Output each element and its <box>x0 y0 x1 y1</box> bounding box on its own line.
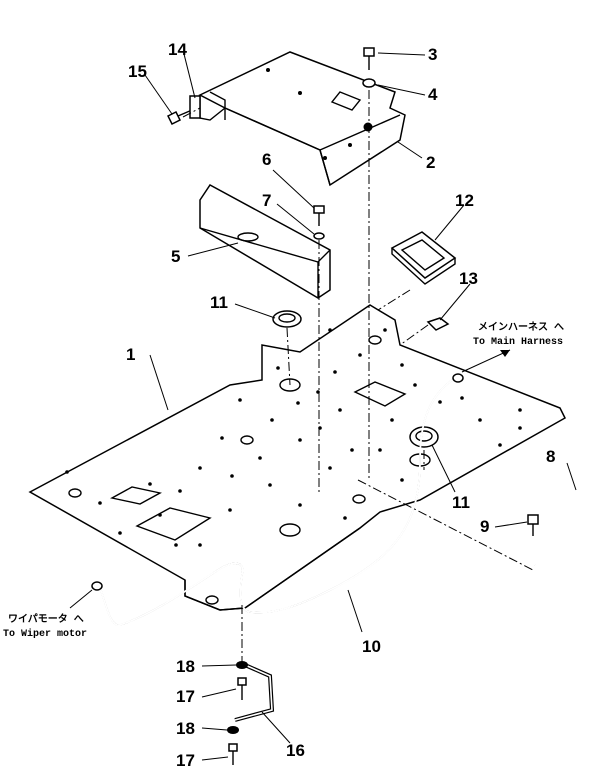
bolt-9 <box>527 514 539 536</box>
plate-hole <box>65 470 69 474</box>
callout-15: 15 <box>128 62 147 81</box>
plate-hole <box>438 400 442 404</box>
note-main-harness-jp: メインハーネス へ <box>478 321 564 334</box>
plate-hole <box>296 401 300 405</box>
notes: メインハーネス へ To Main Harness ワイパモータ へ To Wi… <box>3 321 564 640</box>
plate-hole <box>270 418 274 422</box>
plate-hole <box>343 516 347 520</box>
grab-handle <box>528 488 602 566</box>
washer-4 <box>362 78 376 88</box>
clip-14 <box>189 95 201 119</box>
plate-hole <box>478 418 482 422</box>
plate-hole <box>460 396 464 400</box>
bolt-17-upper <box>237 677 247 700</box>
plate-hole <box>338 408 342 412</box>
callout-5: 5 <box>171 247 180 266</box>
plate-hole <box>220 436 224 440</box>
callout-14: 14 <box>168 40 187 59</box>
washer-18-lower <box>227 726 239 734</box>
plate-hole <box>198 543 202 547</box>
callout-6: 6 <box>262 150 271 169</box>
callout-13: 13 <box>459 269 478 288</box>
callout-2: 2 <box>426 153 435 172</box>
callout-17-upper: 17 <box>176 687 195 706</box>
plate-hole <box>390 418 394 422</box>
bolt-3 <box>363 47 375 70</box>
plate-hole <box>498 443 502 447</box>
plate-hole <box>518 426 522 430</box>
callout-1: 1 <box>126 345 135 364</box>
plate-hole <box>350 448 354 452</box>
wiring-harness <box>91 373 464 626</box>
callout-18-lower: 18 <box>176 719 195 738</box>
plate-hole <box>413 383 417 387</box>
callout-8: 8 <box>546 447 555 466</box>
washer-7 <box>313 232 325 240</box>
callout-11-lower: 11 <box>452 493 470 512</box>
callout-7: 7 <box>262 191 271 210</box>
plate-hole <box>198 466 202 470</box>
bolt-17-lower <box>228 743 238 765</box>
plate-hole <box>238 398 242 402</box>
callout-numbers: 1 2 3 4 5 6 7 8 9 10 11 11 12 13 14 15 1… <box>126 40 555 768</box>
plate-hole <box>258 456 262 460</box>
assembly-lines <box>182 90 534 665</box>
callout-10: 10 <box>362 637 381 656</box>
note-wiper-jp: ワイパモータ へ <box>8 613 84 626</box>
bracket <box>198 51 406 187</box>
plate-hole <box>174 543 178 547</box>
callout-11-upper: 11 <box>210 293 228 312</box>
callout-3: 3 <box>428 45 437 64</box>
plate-hole <box>333 370 337 374</box>
leader-lines <box>69 52 577 761</box>
plate-hole <box>400 363 404 367</box>
plate-hole <box>328 328 332 332</box>
callout-4: 4 <box>428 85 438 104</box>
callout-16: 16 <box>286 741 305 760</box>
plate-hole <box>158 513 162 517</box>
plate-hole <box>228 508 232 512</box>
connector-13 <box>426 317 450 331</box>
note-main-harness-en: To Main Harness <box>473 336 563 348</box>
plate-hole <box>358 353 362 357</box>
ground-cable <box>234 663 275 722</box>
plate-hole <box>383 328 387 332</box>
bolt-6 <box>313 205 325 226</box>
plate-hole <box>148 482 152 486</box>
bolt-15 <box>166 109 193 126</box>
plate-hole <box>178 489 182 493</box>
callout-18-upper: 18 <box>176 657 195 676</box>
plate-hole <box>98 501 102 505</box>
cover-panel <box>199 184 331 299</box>
plate-holes <box>65 328 522 547</box>
plate-hole <box>298 438 302 442</box>
callout-17-lower: 17 <box>176 751 195 768</box>
plate-hole <box>518 408 522 412</box>
plate-hole <box>400 478 404 482</box>
plate-hole <box>378 448 382 452</box>
floor-plate <box>28 304 566 611</box>
plate-hole <box>118 531 122 535</box>
lamp <box>390 231 457 285</box>
grommet-upper <box>272 310 302 328</box>
plate-hole <box>316 390 320 394</box>
plate-hole <box>230 474 234 478</box>
grommet-lower <box>409 426 439 448</box>
note-wiper-en: To Wiper motor <box>3 628 87 640</box>
plate-hole <box>328 466 332 470</box>
callout-9: 9 <box>480 517 489 536</box>
callout-12: 12 <box>455 191 474 210</box>
plate-hole <box>276 366 280 370</box>
plate-hole <box>298 503 302 507</box>
plate-hole <box>268 483 272 487</box>
